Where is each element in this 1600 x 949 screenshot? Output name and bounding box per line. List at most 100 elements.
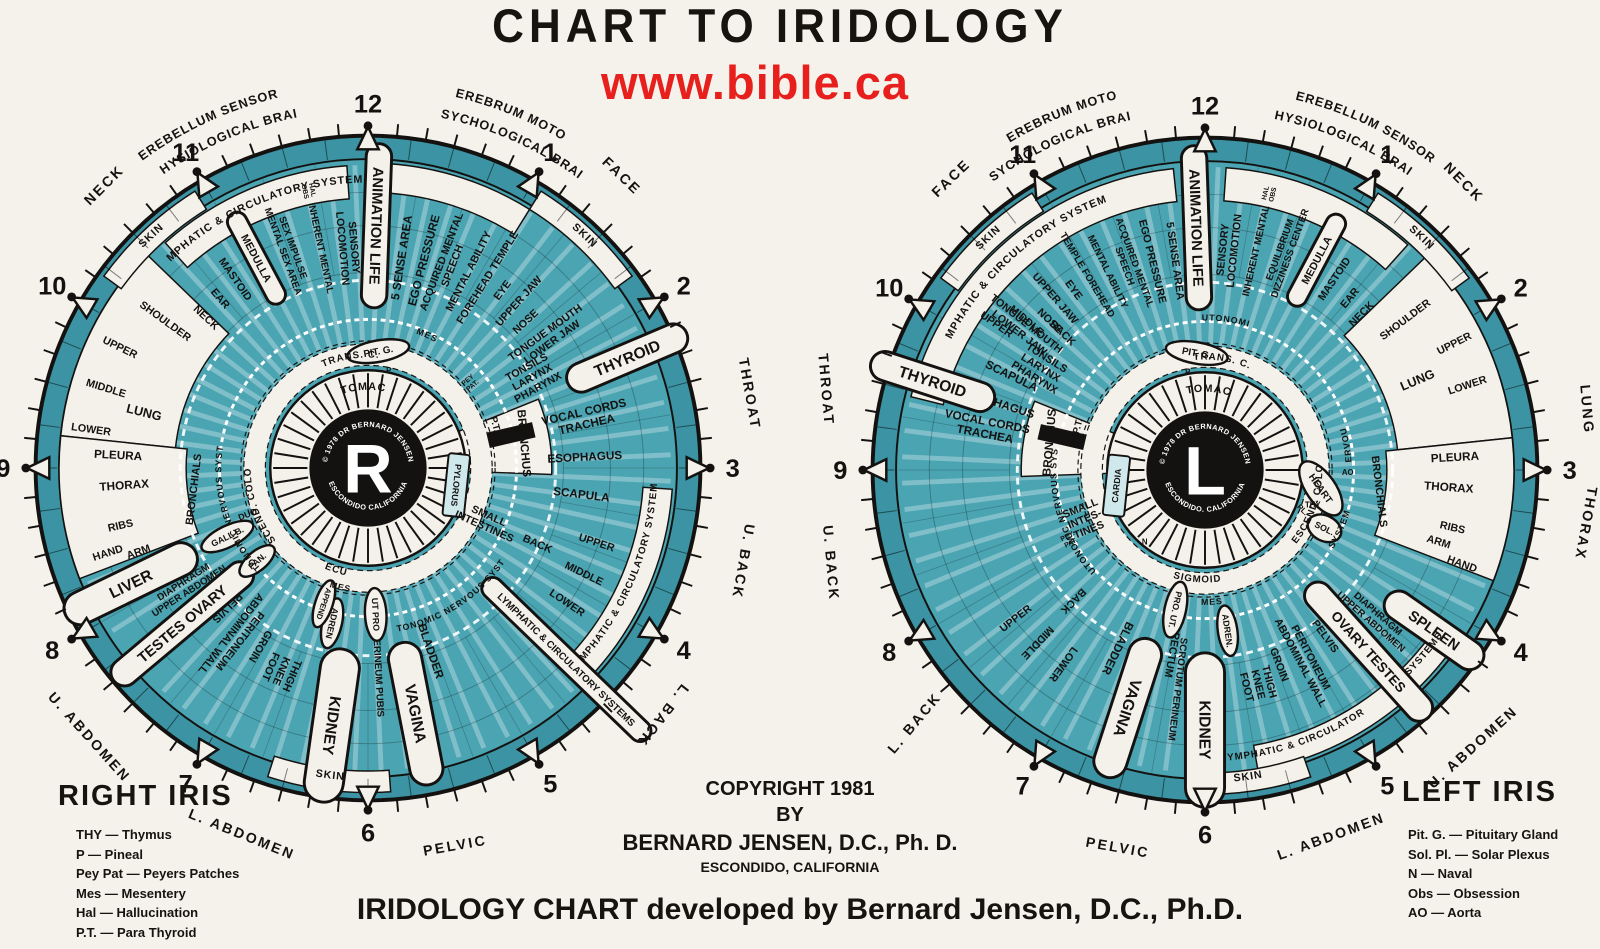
svg-text:FACE: FACE: [599, 154, 644, 199]
svg-text:ESOPHAGUS: ESOPHAGUS: [547, 449, 623, 466]
list-item: Obs — Obsession: [1408, 885, 1520, 901]
iris-label: THORAX: [1571, 485, 1600, 561]
svg-text:PELVIC: PELVIC: [422, 833, 489, 860]
iris-label: HALOBS: [300, 182, 317, 200]
list-item: Sol. Pl. — Solar Plexus: [1408, 846, 1550, 862]
iris-label: VAGINA: [1092, 636, 1163, 780]
iris-label: AO: [1342, 468, 1354, 477]
iris-label: P: [1185, 367, 1190, 376]
iris-label: MEDULLA: [1286, 212, 1348, 308]
svg-text:L. BACK: L. BACK: [633, 681, 691, 750]
hour-marker: [515, 736, 541, 766]
iris-label: PELVIC: [422, 833, 489, 860]
list-item: P — Pineal: [76, 846, 143, 862]
list-item: COPYRIGHT 1981: [705, 778, 875, 800]
iris-label: KIDNEY: [1183, 651, 1227, 809]
svg-text:LOWER: LOWER: [70, 421, 112, 438]
hour-marker: [860, 457, 888, 483]
iris-label: PIT. G.: [1164, 339, 1229, 367]
svg-text:PIT. G.: PIT. G.: [1181, 346, 1213, 362]
svg-text:THORAX: THORAX: [99, 477, 149, 493]
svg-text:THY: THY: [1305, 501, 1321, 510]
list-item: THY — Thymus: [76, 827, 172, 842]
svg-text:FACE: FACE: [929, 156, 974, 201]
hour-number: 5: [543, 771, 557, 799]
hour-number: 8: [45, 637, 59, 665]
iris-label: L. ABDOMEN: [1275, 810, 1387, 864]
svg-text:CARDIA: CARDIA: [1110, 467, 1124, 503]
iris-label: N: [1142, 538, 1148, 547]
hour-marker: [636, 295, 666, 321]
svg-text:THORAX: THORAX: [1571, 485, 1598, 561]
iris-label: HEART: [1298, 460, 1344, 517]
svg-text:SKIN: SKIN: [1233, 769, 1264, 785]
page-title: CHART TO IRIDOLOGY: [492, 0, 1068, 53]
svg-text:PELVIC: PELVIC: [1084, 835, 1151, 862]
svg-text:THORAX: THORAX: [1424, 479, 1474, 495]
svg-text:HALOBS: HALOBS: [1261, 185, 1278, 203]
iris-label: UT PRO: [363, 586, 388, 643]
list-item: BERNARD JENSEN, D.C., Ph. D.: [622, 830, 958, 855]
hour-marker: [1473, 297, 1503, 323]
svg-text:RIBS: RIBS: [107, 517, 135, 534]
iris-label: CARDIA: [1101, 453, 1131, 518]
svg-text:ANIMATION LIFE: ANIMATION LIFE: [1185, 169, 1205, 287]
iris-label: MES: [329, 579, 351, 594]
iris-label: SKIN: [1233, 769, 1264, 785]
hour-marker: [1522, 457, 1550, 483]
iris-label: THORAX: [99, 477, 149, 493]
iris-label: HALOBS: [1261, 185, 1278, 203]
hour-marker: [1192, 125, 1218, 153]
iris-label: NECK: [1440, 160, 1487, 207]
hour-marker: [1352, 172, 1378, 202]
list-item: Pey Pat — Peyers Patches: [76, 866, 240, 881]
hour-marker: [70, 295, 100, 321]
svg-text:PYLORUS: PYLORUS: [449, 464, 463, 507]
iris-label: P.T.: [487, 415, 502, 433]
iris-label: U. BACK: [728, 523, 757, 601]
svg-text:UT PRO: UT PRO: [370, 598, 382, 632]
hour-number: 4: [677, 637, 691, 665]
hour-marker: [907, 617, 937, 643]
list-item: N — Naval: [1408, 866, 1473, 881]
iris-label: MES: [1201, 596, 1223, 607]
iris-label: APPEND: [311, 579, 337, 629]
iris-label: P: [386, 366, 391, 375]
iris-label: FACE: [929, 156, 974, 201]
iris-label: PELVIC: [1084, 835, 1151, 862]
iris-label: BRONCHUS: [514, 409, 533, 478]
hour-number: 1: [543, 139, 557, 167]
svg-text:U. BACK: U. BACK: [819, 525, 842, 602]
iris-label: PAN.: [238, 544, 276, 578]
iris-label: THY: [1305, 501, 1321, 510]
iris-label: THROAT: [735, 357, 763, 431]
hour-marker: [636, 615, 666, 641]
list-item: Pit. G. — Pituitary Gland: [1408, 827, 1559, 842]
hour-marker: [1473, 617, 1503, 643]
svg-text:BRONCHUS: BRONCHUS: [514, 409, 533, 478]
svg-text:L. ABDOMEN: L. ABDOMEN: [1275, 810, 1387, 863]
svg-text:PIT. G.: PIT. G.: [363, 344, 395, 360]
hour-marker: [23, 455, 51, 481]
iris-label: RIBS: [1439, 519, 1467, 536]
iris-label: PERINEUM PUBIS: [370, 633, 385, 718]
hour-number: 2: [1514, 275, 1528, 303]
hour-number: 7: [1016, 773, 1030, 801]
svg-text:U. ABDOMEN: U. ABDOMEN: [44, 689, 133, 785]
hour-number: 10: [875, 275, 903, 303]
svg-text:AO: AO: [1342, 468, 1354, 477]
iris-label: U. ABDOMEN: [44, 689, 133, 785]
svg-text:MES: MES: [1201, 596, 1223, 607]
iris-label: L. BACK: [885, 690, 945, 757]
iris-label: LUNG: [1576, 384, 1596, 435]
svg-text:ANIMATION LIFE: ANIMATION LIFE: [365, 167, 385, 285]
site-url-link[interactable]: www.bible.ca: [601, 56, 909, 109]
hour-number: 5: [1380, 773, 1394, 801]
svg-text:LUNG: LUNG: [1576, 384, 1596, 435]
left-iris-heading: LEFT IRIS: [1402, 776, 1557, 808]
hour-number: 6: [1198, 822, 1212, 850]
